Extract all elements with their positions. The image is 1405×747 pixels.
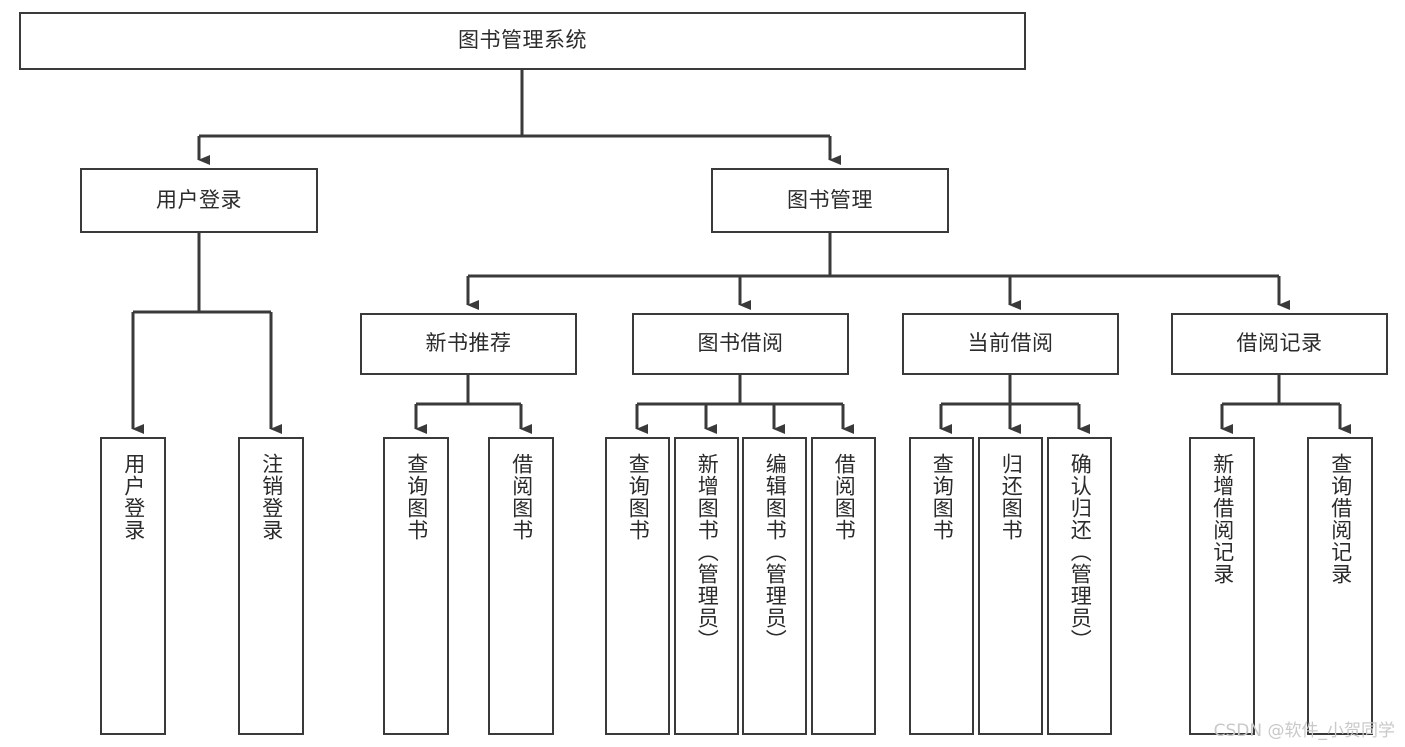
leaf-borrow-add-book-label: 新增图书（管理员） — [695, 453, 720, 651]
leaf-current-return-book-label: 归还图书 — [999, 453, 1024, 541]
leaf-borrow-add-book[interactable]: 新增图书（管理员） — [674, 437, 739, 735]
leaf-current-return-book[interactable]: 归还图书 — [978, 437, 1043, 735]
leaf-borrow-query-book[interactable]: 查询图书 — [605, 437, 670, 735]
leaf-current-query-book-label: 查询图书 — [930, 453, 955, 541]
leaf-recommend-borrow-book-label: 借阅图书 — [509, 453, 534, 541]
node-book-borrow[interactable]: 图书借阅 — [632, 313, 849, 375]
node-current-borrow[interactable]: 当前借阅 — [902, 313, 1119, 375]
leaf-records-query-record-label: 查询借阅记录 — [1328, 453, 1353, 585]
node-current-borrow-label: 当前借阅 — [967, 331, 1054, 356]
node-root-label: 图书管理系统 — [458, 28, 587, 53]
node-new-book-recommend-label: 新书推荐 — [425, 331, 512, 356]
leaf-user-login-login-label: 用户登录 — [121, 453, 146, 541]
leaf-recommend-query-book-label: 查询图书 — [404, 453, 429, 541]
node-user-login-label: 用户登录 — [156, 187, 242, 212]
node-root[interactable]: 图书管理系统 — [19, 12, 1026, 70]
node-book-management-label: 图书管理 — [787, 187, 873, 212]
leaf-current-query-book[interactable]: 查询图书 — [909, 437, 974, 735]
leaf-recommend-borrow-book[interactable]: 借阅图书 — [488, 437, 554, 735]
leaf-user-login-login[interactable]: 用户登录 — [100, 437, 166, 735]
leaf-user-login-logout[interactable]: 注销登录 — [238, 437, 304, 735]
leaf-current-confirm-return-label: 确认归还（管理员） — [1068, 453, 1093, 651]
node-book-borrow-label: 图书借阅 — [697, 331, 784, 356]
node-new-book-recommend[interactable]: 新书推荐 — [360, 313, 577, 375]
leaf-records-add-record-label: 新增借阅记录 — [1210, 453, 1235, 585]
leaf-user-login-logout-label: 注销登录 — [259, 453, 284, 541]
leaf-recommend-query-book[interactable]: 查询图书 — [383, 437, 449, 735]
leaf-borrow-edit-book[interactable]: 编辑图书（管理员） — [742, 437, 807, 735]
leaf-borrow-borrow-book[interactable]: 借阅图书 — [811, 437, 876, 735]
leaf-records-query-record[interactable]: 查询借阅记录 — [1307, 437, 1373, 735]
leaf-records-add-record[interactable]: 新增借阅记录 — [1189, 437, 1255, 735]
node-user-login[interactable]: 用户登录 — [80, 168, 318, 233]
node-borrow-records[interactable]: 借阅记录 — [1171, 313, 1388, 375]
node-book-management[interactable]: 图书管理 — [711, 168, 949, 233]
leaf-borrow-query-book-label: 查询图书 — [626, 453, 651, 541]
leaf-current-confirm-return[interactable]: 确认归还（管理员） — [1047, 437, 1112, 735]
watermark-text: CSDN @软件_小贺同学 — [1213, 721, 1395, 741]
leaf-borrow-edit-book-label: 编辑图书（管理员） — [763, 453, 788, 651]
leaf-borrow-borrow-book-label: 借阅图书 — [832, 453, 857, 541]
node-borrow-records-label: 借阅记录 — [1236, 331, 1323, 356]
